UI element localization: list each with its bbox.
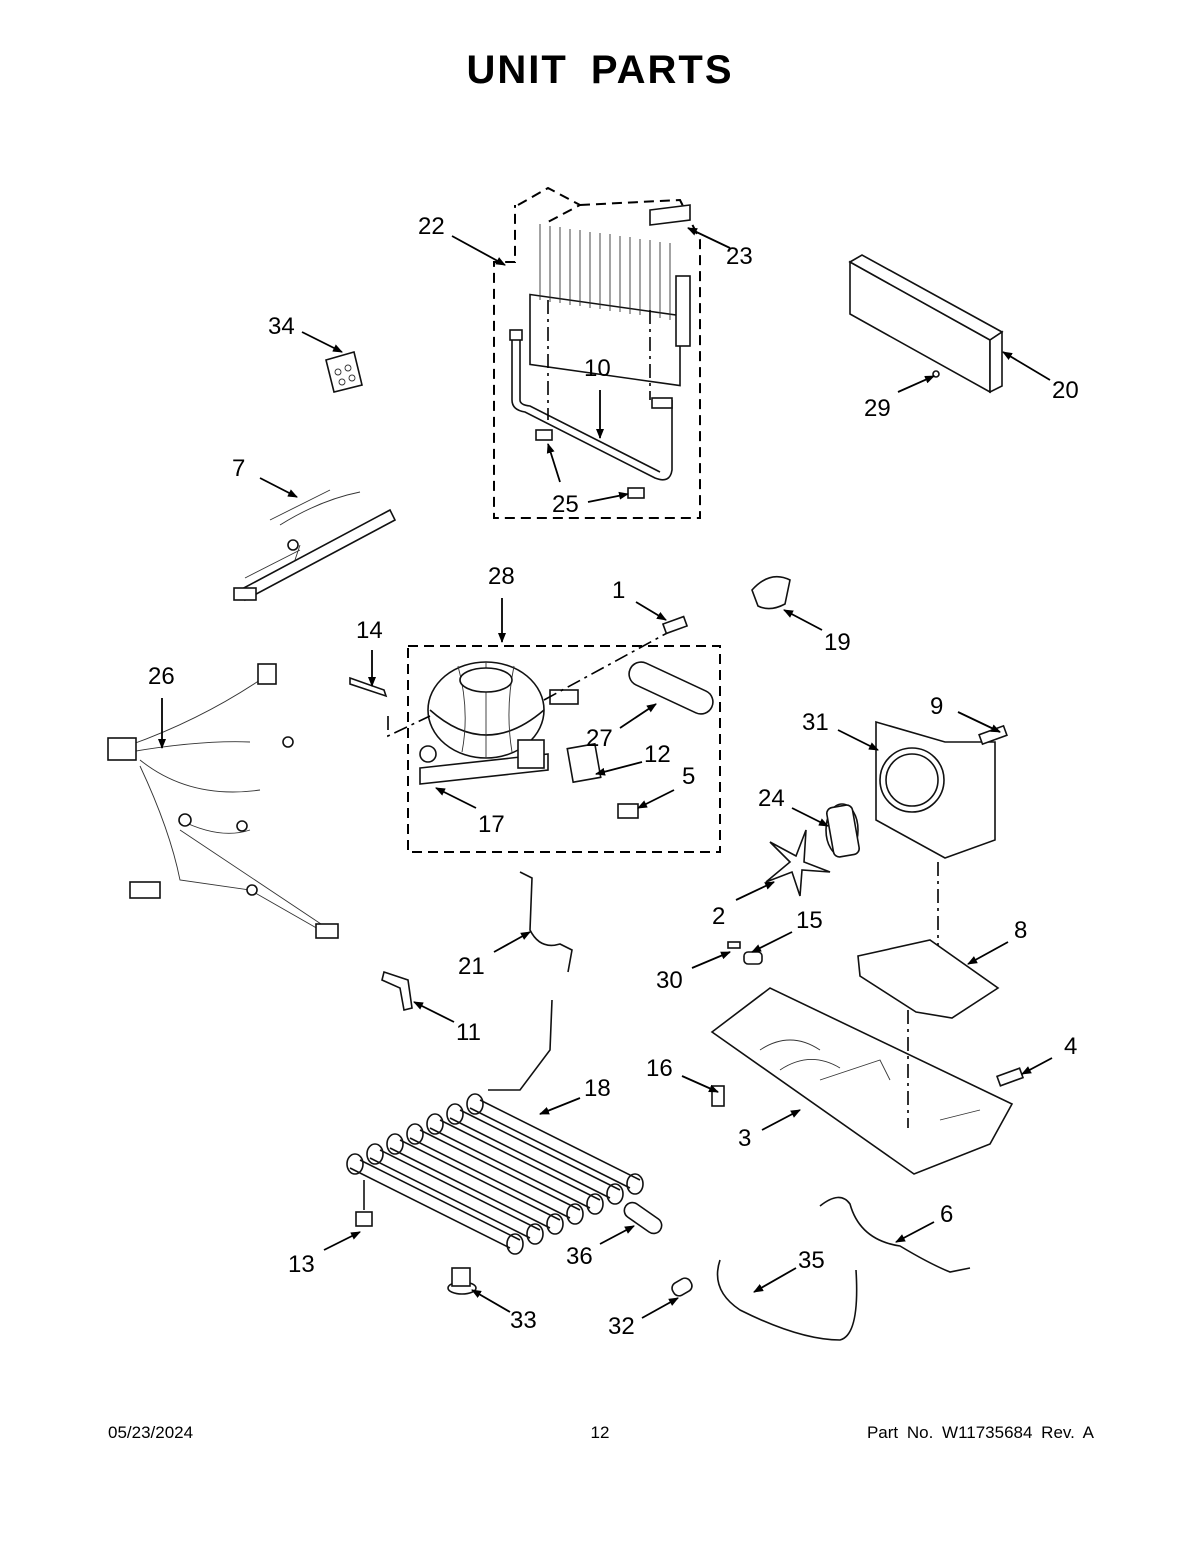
evaporator-cover: [848, 254, 1004, 394]
grommet: [727, 941, 763, 965]
callout-34: 34: [268, 313, 295, 340]
callout-labels: 1 2 3 4 5 6 7 8 9 10 11 12 13 14 15 16 1…: [148, 213, 1079, 1340]
callout-33: 33: [510, 1307, 537, 1334]
main-harness: [107, 663, 339, 939]
evaporator-assembly: [493, 186, 701, 519]
callout-29: 29: [864, 395, 891, 422]
callout-11: 11: [456, 1019, 481, 1046]
callout-16: 16: [646, 1055, 673, 1082]
discharge-tube: [716, 1259, 858, 1341]
callout-32: 32: [608, 1313, 635, 1340]
callout-4: 4: [1064, 1033, 1077, 1060]
compressor-assembly: [387, 625, 721, 853]
callout-6: 6: [940, 1201, 953, 1228]
callout-3: 3: [738, 1125, 751, 1152]
callout-24: 24: [758, 785, 785, 812]
callout-36: 36: [566, 1243, 593, 1270]
footer-page-number: 12: [590, 1423, 610, 1442]
callout-23: 23: [726, 243, 753, 270]
callout-30: 30: [656, 967, 683, 994]
callout-21: 21: [458, 953, 485, 980]
callout-35: 35: [798, 1247, 825, 1274]
clip: [751, 575, 791, 610]
callout-17: 17: [478, 811, 505, 838]
callout-8: 8: [1014, 917, 1027, 944]
callout-26: 26: [148, 663, 175, 690]
callout-25: 25: [552, 491, 579, 518]
base-plate: [710, 987, 1025, 1175]
callout-7: 7: [232, 455, 245, 482]
drain-fitting: [447, 1267, 477, 1295]
callout-15: 15: [796, 907, 823, 934]
leader-lines: [158, 227, 1053, 1319]
callout-27: 27: [586, 725, 613, 752]
footer-date: 05/23/2024: [108, 1423, 194, 1442]
sleeve: [623, 1201, 663, 1235]
callout-2: 2: [712, 903, 725, 930]
condenser-fan-assembly: [765, 720, 1008, 966]
callout-20: 20: [1052, 377, 1079, 404]
callout-13: 13: [288, 1251, 315, 1278]
callout-31: 31: [802, 709, 829, 736]
mounting-bracket: [857, 939, 1000, 1019]
cap: [671, 1277, 693, 1297]
page-title: UNIT PARTS: [466, 48, 734, 92]
callout-14: 14: [356, 617, 383, 644]
strap: [349, 676, 388, 698]
callout-5: 5: [682, 763, 695, 790]
screw: [661, 615, 689, 635]
callout-12: 12: [644, 741, 671, 768]
drain-tube: [519, 871, 573, 973]
callout-1: 1: [612, 577, 625, 604]
condenser-coil: [346, 999, 644, 1255]
filter-drier: [628, 661, 714, 715]
callout-28: 28: [488, 563, 515, 590]
callout-22: 22: [418, 213, 445, 240]
heat-loop-tube: [819, 1196, 971, 1273]
callout-18: 18: [584, 1075, 611, 1102]
tube-clip: [381, 970, 413, 1011]
defrost-harness: [233, 489, 397, 602]
callout-9: 9: [930, 693, 943, 720]
footer-part-number: Part No. W11735684 Rev. A: [866, 1423, 1094, 1442]
control-board: [325, 351, 363, 393]
callout-19: 19: [824, 629, 851, 656]
callout-10: 10: [584, 355, 611, 382]
